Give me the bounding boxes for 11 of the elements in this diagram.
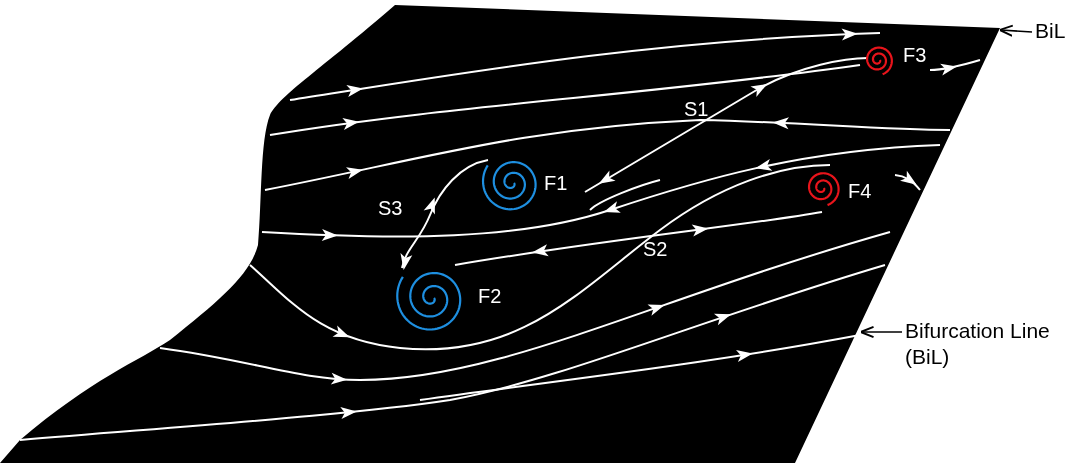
leader-arrow — [998, 24, 1033, 37]
point-label: F4 — [848, 180, 872, 203]
point-label: S2 — [643, 238, 668, 261]
point-label: F3 — [903, 44, 927, 67]
point-label: S3 — [378, 197, 403, 220]
point-label: F2 — [478, 285, 502, 308]
point-label: F1 — [544, 172, 568, 195]
point-label: S1 — [684, 98, 709, 121]
annotation-text: BiL — [1035, 18, 1075, 45]
annotation-text: Bifurcation Line (BiL) — [905, 318, 1055, 371]
leader-arrow — [859, 325, 903, 339]
